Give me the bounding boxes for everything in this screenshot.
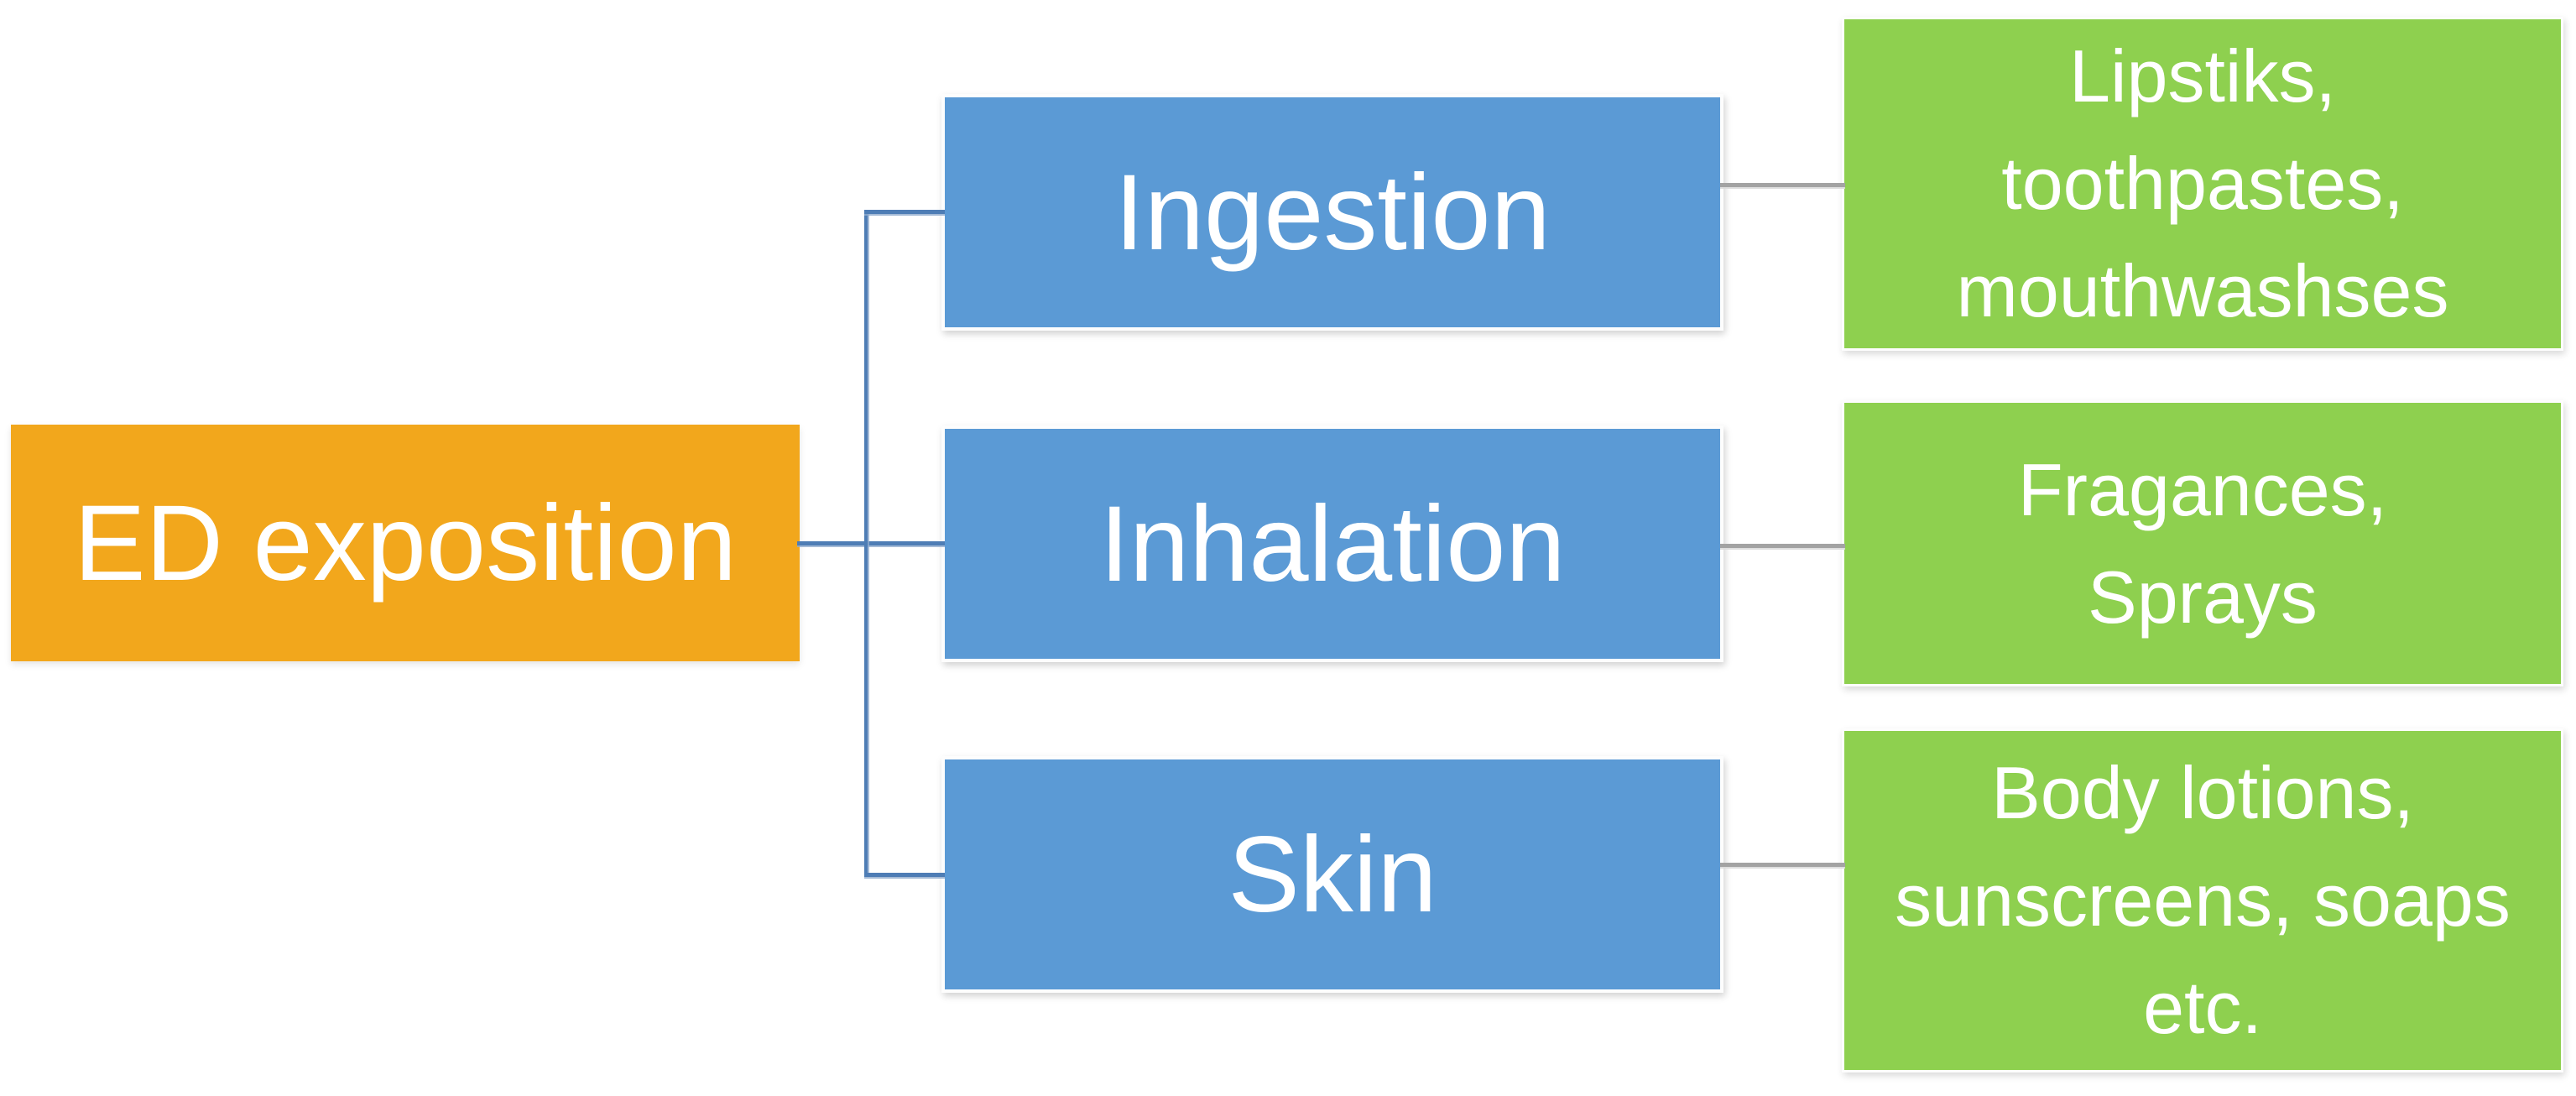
leaf-text-line: Sprays <box>2088 555 2318 639</box>
leaf-text-line: mouthwashses <box>1956 249 2449 332</box>
connector-bracket-vertical-line <box>864 210 868 877</box>
connector-bracket-to-skin <box>864 873 945 877</box>
connector-inhalation-to-leaf <box>1720 544 1845 548</box>
leaf-text-line: Fragances, <box>2017 447 2388 531</box>
leaf-text-line: Body lotions, <box>1991 751 2414 834</box>
branch-node-ingestion: Ingestion <box>941 94 1723 331</box>
leaf-text-line: etc. <box>2143 966 2262 1049</box>
leaf-node-inhalation-products: Fragances, Sprays <box>1842 400 2563 686</box>
branch-node-inhalation: Inhalation <box>941 425 1723 662</box>
leaf-text-line: sunscreens, soaps <box>1895 859 2511 942</box>
leaf-text-line: Lipstiks, <box>2069 34 2336 117</box>
connector-bracket-to-ingestion <box>864 210 945 214</box>
connector-root-to-bracket <box>797 541 945 545</box>
connector-skin-to-leaf <box>1720 863 1845 867</box>
root-node-ed-exposition: ED exposition <box>11 425 800 661</box>
branch-node-skin: Skin <box>941 756 1723 993</box>
leaf-text-line: toothpastes, <box>2001 142 2404 225</box>
leaf-node-skin-products: Body lotions, sunscreens, soaps etc. <box>1842 728 2563 1073</box>
connector-ingestion-to-leaf <box>1720 183 1845 187</box>
leaf-node-ingestion-products: Lipstiks, toothpastes, mouthwashses <box>1842 17 2563 351</box>
